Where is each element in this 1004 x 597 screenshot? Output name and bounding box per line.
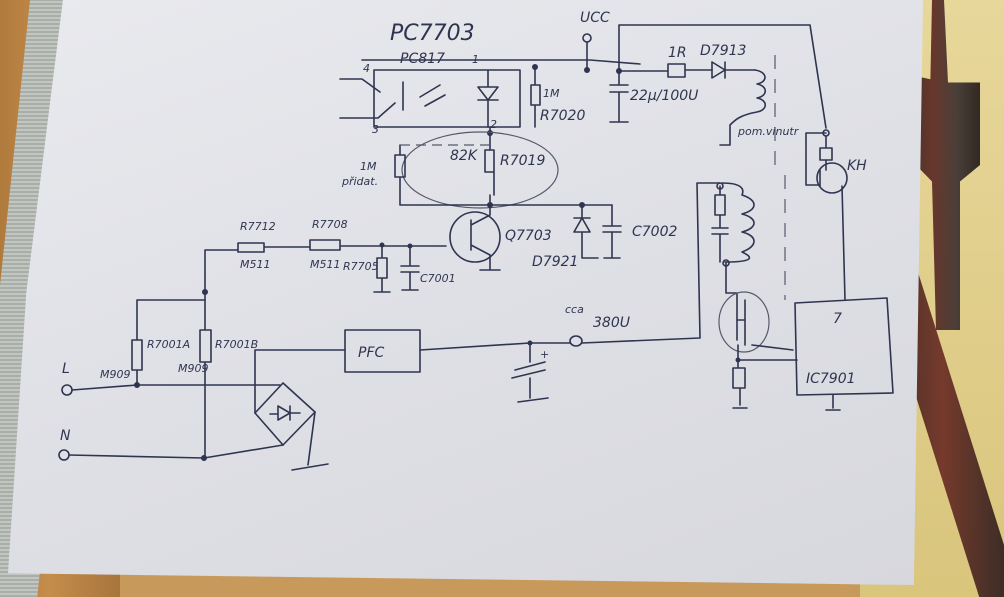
bulk-voltage-label: 380U (593, 315, 630, 331)
pfc-label: PFC (358, 345, 384, 361)
r7708-name: R7708 (312, 218, 348, 231)
bulk-cap-polarity: + (540, 348, 549, 361)
cap-vcc-value: 22µ/100U (630, 88, 698, 104)
optocoupler-pin4: 4 (363, 62, 370, 75)
optocoupler: PC817 4 1 3 2 (339, 51, 521, 136)
paper-sheet (8, 0, 923, 585)
r7001b-name: R7001B (215, 338, 258, 351)
r7712-value: M511 (240, 258, 271, 271)
r7001a-value: M909 (100, 368, 131, 381)
c7002-name: C7002 (632, 224, 677, 240)
startup-transistor-label: KH (847, 158, 867, 174)
r-series-value: 1R (668, 45, 687, 61)
optocoupler-label: PC817 (400, 51, 445, 67)
ic-pin: 7 (833, 311, 842, 327)
bridge-rectifier (254, 349, 346, 471)
aux-winding-label: pom.vinutr (737, 125, 800, 138)
terminal-l-label: L (62, 361, 70, 377)
r7708-value: M511 (310, 258, 341, 271)
diode-top-name: D7913 (700, 43, 746, 59)
vcc-label: UCC (580, 10, 610, 26)
r-added-value: 1M (360, 160, 377, 173)
r7001b-value: M909 (178, 362, 209, 375)
optocoupler-pin3: 3 (372, 123, 379, 136)
schematic-title: PC7703 (390, 21, 475, 46)
q7703-name: Q7703 (505, 228, 552, 244)
r7712-name: R7712 (240, 220, 276, 233)
r-added-note: přidat. (341, 175, 378, 188)
terminal-n-label: N (60, 428, 71, 444)
zener-name: D7921 (532, 254, 578, 270)
r7020-name: R7020 (540, 108, 585, 124)
r7705-name: R7705 (343, 260, 379, 273)
r7001a-name: R7001A (147, 338, 190, 351)
r7019-value: 82K (450, 148, 479, 164)
optocoupler-pin2: 2 (490, 118, 497, 131)
bulk-voltage-note: cca (565, 303, 584, 316)
r7019-name: R7019 (500, 153, 545, 169)
r7020-value: 1M (543, 87, 560, 100)
ic-name: IC7901 (806, 371, 856, 387)
c7001-name: C7001 (420, 272, 456, 285)
